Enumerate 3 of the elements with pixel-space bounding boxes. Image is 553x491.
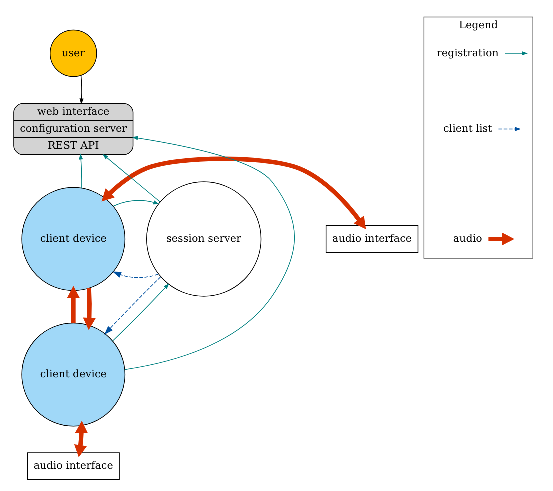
- legend-label: registration: [436, 47, 499, 60]
- legend-label: client list: [443, 123, 492, 136]
- legend-label: audio: [453, 232, 482, 245]
